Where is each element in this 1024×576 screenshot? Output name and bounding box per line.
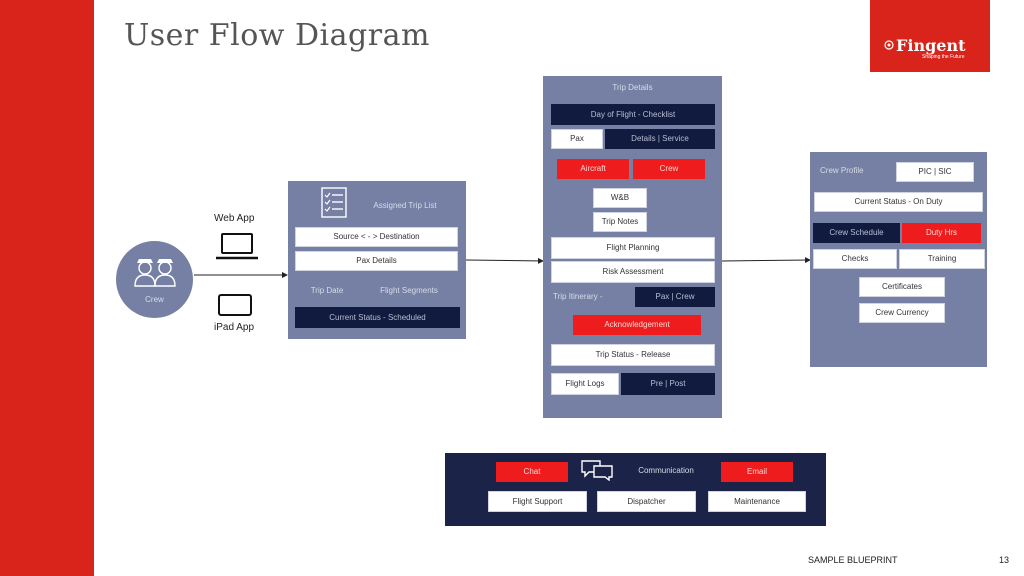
page-number: 13 — [999, 555, 1010, 565]
risk-assessment-item[interactable]: Risk Assessment — [551, 261, 715, 283]
crew-profile-title: Crew Profile — [820, 166, 864, 175]
day-of-flight-checklist[interactable]: Day of Flight - Checklist — [551, 104, 715, 125]
certificates-item[interactable]: Certificates — [859, 277, 945, 297]
page-title: User Flow Diagram — [124, 18, 430, 53]
logo-tagline: Shaping the Future — [922, 54, 965, 60]
trip-notes-item[interactable]: Trip Notes — [593, 212, 647, 232]
maintenance-item[interactable]: Maintenance — [708, 491, 806, 512]
pax-crew-item[interactable]: Pax | Crew — [635, 287, 715, 307]
crew-schedule-item[interactable]: Crew Schedule — [813, 223, 900, 243]
assigned-trip-list-title: Assigned Trip List — [373, 201, 437, 210]
trip-date-label: Trip Date — [310, 286, 344, 295]
pax-details-item[interactable]: Pax Details — [295, 251, 458, 271]
left-red-bar — [0, 0, 94, 576]
acknowledgement-button[interactable]: Acknowledgement — [573, 315, 701, 335]
current-status-scheduled: Current Status - Scheduled — [295, 307, 460, 328]
footer-label: SAMPLE BLUEPRINT — [808, 555, 898, 565]
crew-profile-panel: Crew Profile PIC | SIC Current Status - … — [810, 152, 987, 367]
trip-details-panel: Trip Details Day of Flight - Checklist P… — [543, 76, 722, 418]
fingent-logo: Fingent Shaping the Future — [870, 0, 990, 72]
flight-support-item[interactable]: Flight Support — [488, 491, 587, 512]
checklist-icon — [321, 187, 347, 218]
communication-label: Communication — [638, 466, 694, 475]
crew-currency-item[interactable]: Crew Currency — [859, 303, 945, 323]
crew-button[interactable]: Crew — [633, 159, 705, 179]
email-button[interactable]: Email — [721, 462, 793, 482]
flight-planning-item[interactable]: Flight Planning — [551, 237, 715, 259]
trip-status-release[interactable]: Trip Status - Release — [551, 344, 715, 366]
dispatcher-item[interactable]: Dispatcher — [597, 491, 696, 512]
trip-details-title: Trip Details — [612, 83, 653, 92]
duty-hrs-button[interactable]: Duty Hrs — [902, 223, 981, 243]
crew-label: Crew — [145, 295, 164, 304]
arrow-trip-list-to-details — [465, 257, 544, 264]
arrow-details-to-profile — [721, 257, 811, 264]
aircraft-button[interactable]: Aircraft — [557, 159, 629, 179]
crew-pilots-icon — [134, 259, 176, 287]
pic-sic-item[interactable]: PIC | SIC — [896, 162, 974, 182]
logo-brand-text: Fingent — [896, 36, 966, 55]
ipad-app-label: iPad App — [214, 322, 255, 333]
crew-node: Crew — [116, 241, 193, 318]
chat-button[interactable]: Chat — [496, 462, 568, 482]
logo-mark-icon — [884, 40, 894, 50]
checks-item[interactable]: Checks — [813, 249, 897, 269]
assigned-trip-list-panel: Assigned Trip List Source < - > Destinat… — [288, 181, 466, 339]
training-item[interactable]: Training — [899, 249, 985, 269]
trip-itinerary-label: Trip Itinerary - — [553, 292, 603, 301]
web-app-label: Web App — [214, 213, 255, 224]
pre-post-item[interactable]: Pre | Post — [621, 373, 715, 395]
source-destination-item[interactable]: Source < - > Destination — [295, 227, 458, 247]
flight-segments-label: Flight Segments — [380, 286, 438, 295]
flight-logs-item[interactable]: Flight Logs — [551, 373, 619, 395]
current-status-on-duty: Current Status - On Duty — [814, 192, 983, 212]
wb-item[interactable]: W&B — [593, 188, 647, 208]
details-service-item[interactable]: Details | Service — [605, 129, 715, 149]
pax-item[interactable]: Pax — [551, 129, 603, 149]
chat-bubbles-icon — [581, 460, 613, 481]
communication-panel: Chat Communication Email Flight Support … — [445, 453, 826, 526]
